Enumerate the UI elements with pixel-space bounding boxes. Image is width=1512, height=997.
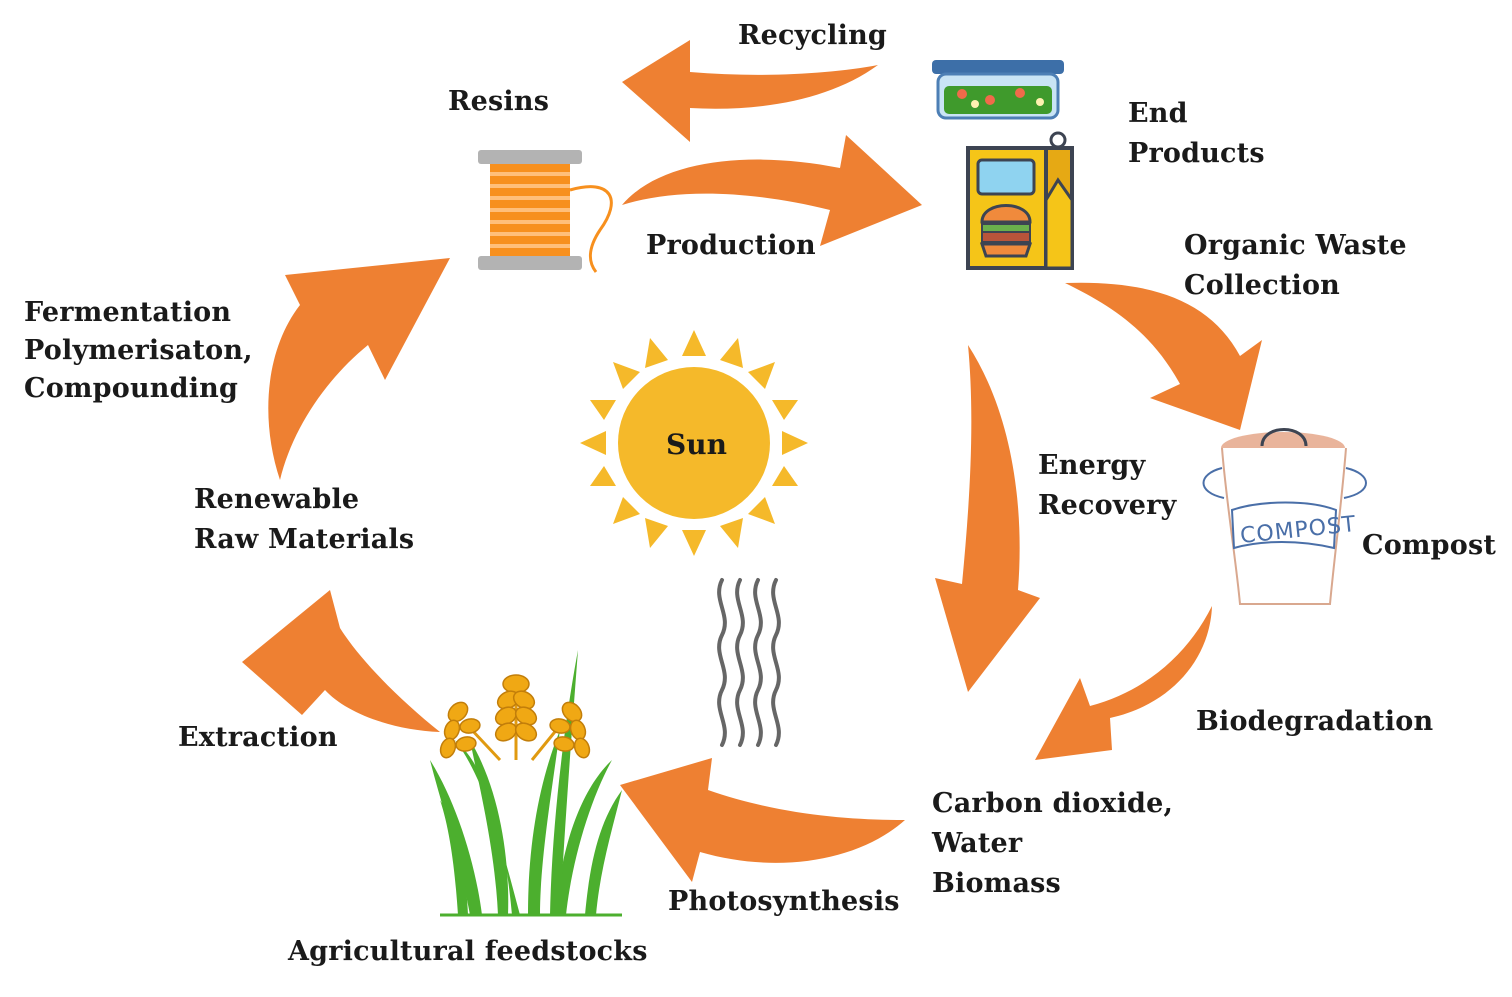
energy-recovery-label: Energy Recovery bbox=[1038, 446, 1176, 526]
organic-waste-arrow bbox=[1065, 282, 1262, 430]
sun-label: Sun bbox=[666, 428, 727, 461]
biodegradation-arrow bbox=[1035, 606, 1212, 760]
renewable-line-2: Raw Materials bbox=[194, 524, 415, 555]
fermentation-line-1: Fermentation bbox=[24, 297, 232, 328]
carbon-label: Carbon dioxide, Water Biomass bbox=[932, 784, 1173, 904]
renewable-label: Renewable Raw Materials bbox=[194, 480, 414, 560]
carbon-line-3: Biomass bbox=[932, 868, 1061, 899]
agricultural-label: Agricultural feedstocks bbox=[288, 936, 648, 967]
organic-waste-line-1: Organic Waste bbox=[1184, 230, 1407, 261]
energy-recovery-arrow bbox=[935, 345, 1040, 692]
recycling-label: Recycling bbox=[738, 20, 888, 51]
photosynthesis-label: Photosynthesis bbox=[668, 886, 900, 917]
fermentation-arrow bbox=[268, 258, 450, 480]
renewable-line-1: Renewable bbox=[194, 484, 360, 515]
extraction-label: Extraction bbox=[178, 722, 338, 753]
compost-bin-icon bbox=[1202, 428, 1367, 605]
end-products-line-1: End bbox=[1128, 98, 1188, 129]
fermentation-label: Fermentation Polymerisaton, Compounding bbox=[24, 294, 253, 408]
end-products-line-2: Products bbox=[1128, 138, 1265, 169]
production-label: Production bbox=[646, 230, 816, 261]
food-container-icon bbox=[932, 60, 1064, 120]
fermentation-line-2: Polymerisaton, bbox=[24, 335, 253, 366]
biodegradation-label: Biodegradation bbox=[1196, 706, 1434, 737]
food-bag-icon bbox=[966, 131, 1074, 270]
end-products-label: End Products bbox=[1128, 94, 1265, 174]
spool-icon bbox=[478, 150, 613, 273]
resins-label: Resins bbox=[448, 86, 550, 117]
organic-waste-line-2: Collection bbox=[1184, 270, 1340, 301]
carbon-line-2: Water bbox=[932, 828, 1023, 859]
organic-waste-label: Organic Waste Collection bbox=[1184, 226, 1407, 306]
extraction-arrow bbox=[242, 590, 440, 732]
heat-waves-icon bbox=[717, 578, 781, 747]
compost-label: Compost bbox=[1362, 530, 1497, 561]
photosynthesis-arrow bbox=[620, 758, 905, 882]
wheat-plant-icon bbox=[430, 650, 622, 917]
energy-recovery-line-1: Energy bbox=[1038, 450, 1146, 481]
energy-recovery-line-2: Recovery bbox=[1038, 490, 1177, 521]
recycling-arrow bbox=[622, 40, 878, 142]
production-arrow bbox=[622, 135, 922, 246]
fermentation-line-3: Compounding bbox=[24, 373, 239, 404]
carbon-line-1: Carbon dioxide, bbox=[932, 788, 1174, 819]
sun-icon bbox=[580, 330, 808, 556]
